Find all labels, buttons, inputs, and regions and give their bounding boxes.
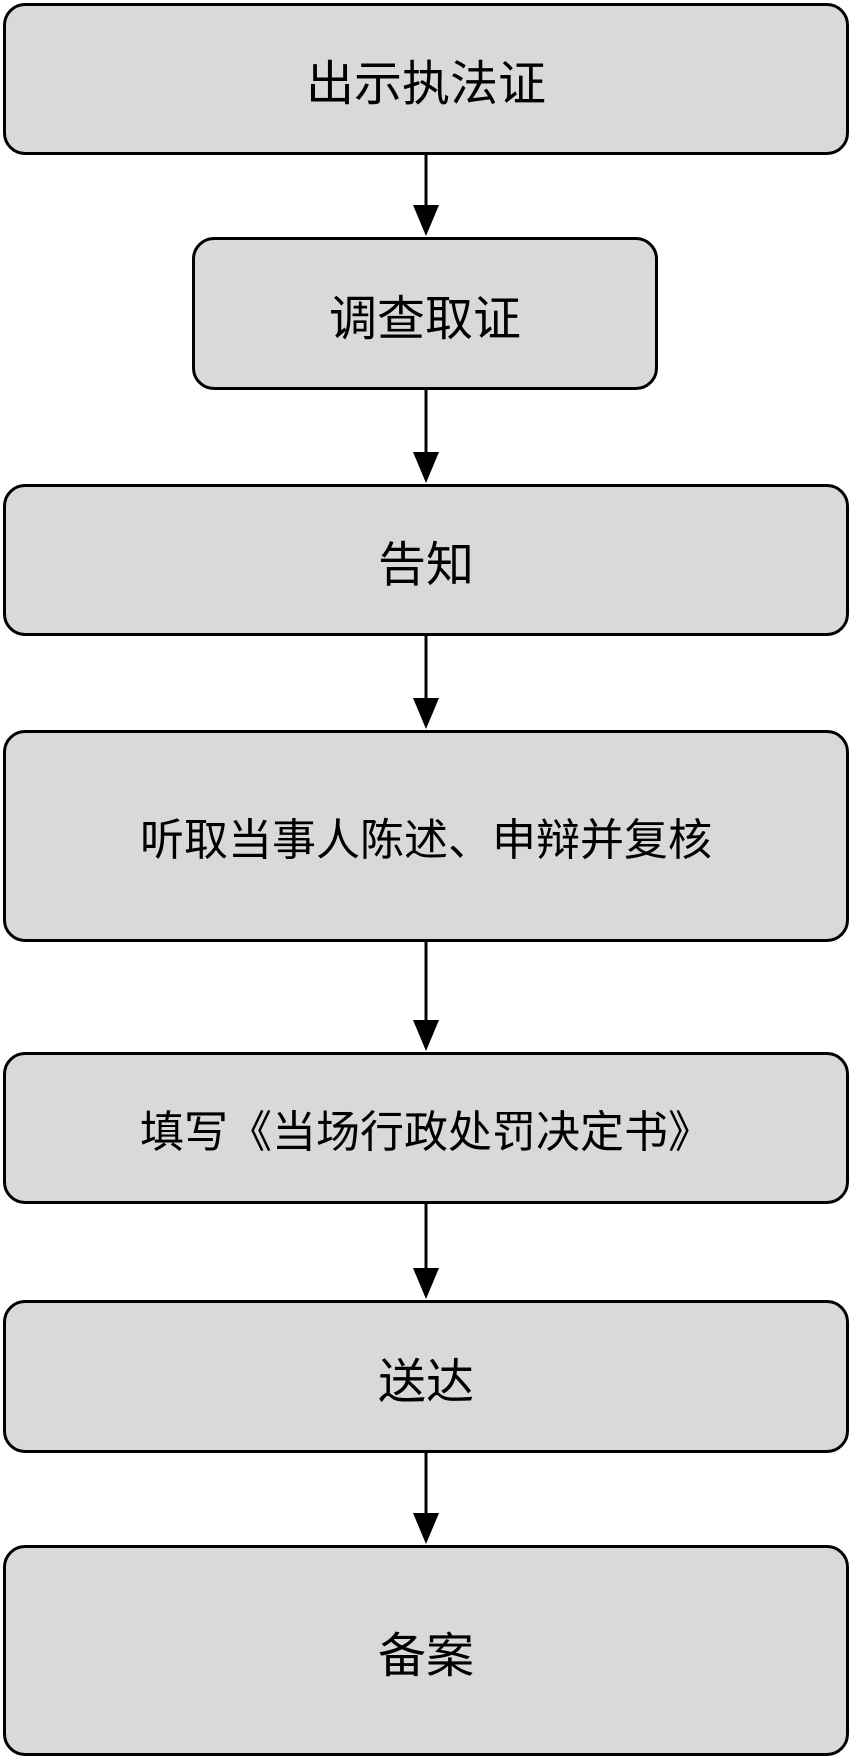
step-show-enforcement-certificate: 出示执法证 (3, 3, 849, 155)
arrow-6-to-7 (413, 1453, 439, 1544)
step-label: 出示执法证 (305, 56, 546, 112)
step-label: 告知 (377, 537, 474, 593)
step-notify: 告知 (3, 484, 849, 636)
step-hear-statement-and-review: 听取当事人陈述、申辩并复核 (3, 730, 849, 942)
step-label: 填写《当场行政处罚决定书》 (140, 1107, 712, 1158)
step-label: 备案 (377, 1627, 474, 1684)
arrow-1-to-2 (413, 155, 439, 236)
step-investigate-collect-evidence: 调查取证 (192, 237, 658, 390)
arrow-5-to-6 (413, 1204, 439, 1299)
step-label: 听取当事人陈述、申辩并复核 (140, 815, 712, 866)
step-deliver: 送达 (3, 1300, 849, 1453)
step-label: 调查取证 (328, 290, 521, 347)
arrow-3-to-4 (413, 636, 439, 729)
step-fill-penalty-decision: 填写《当场行政处罚决定书》 (3, 1052, 849, 1204)
arrow-4-to-5 (413, 942, 439, 1051)
arrow-2-to-3 (413, 390, 439, 483)
step-file-record: 备案 (3, 1545, 849, 1756)
step-label: 送达 (377, 1353, 474, 1410)
